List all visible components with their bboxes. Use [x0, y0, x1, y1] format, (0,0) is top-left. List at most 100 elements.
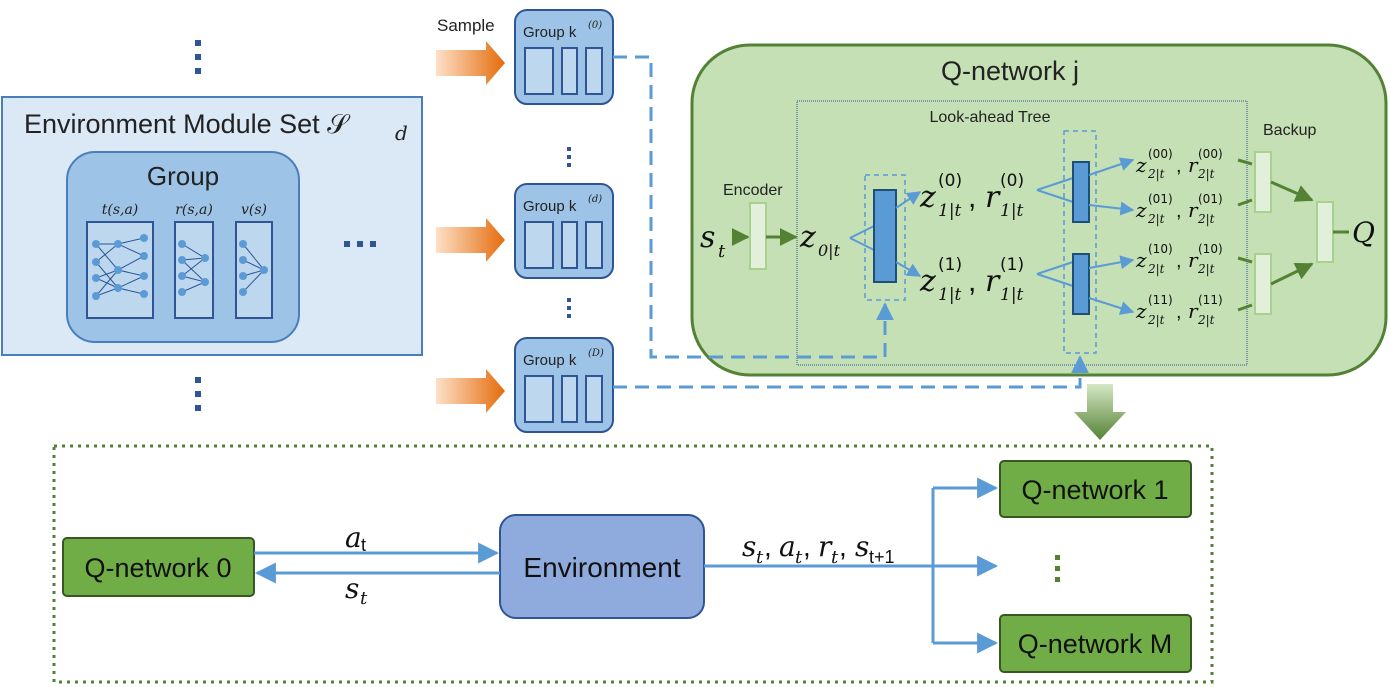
group-kd: Group k (d) [514, 183, 614, 279]
ellipsis-qnets [1055, 555, 1060, 582]
expand-block-2b [1072, 253, 1090, 315]
svg-text:,: , [764, 531, 772, 562]
svg-text:(00): (00) [1148, 147, 1173, 161]
svg-text:t: t [831, 547, 839, 568]
backup-block-root [1316, 201, 1334, 263]
qj-s: s [700, 220, 715, 255]
svg-text:(10): (10) [1148, 242, 1173, 256]
svg-text:t+1: t+1 [869, 547, 895, 567]
env-set-title: Environment Module Set 𝒮 [24, 109, 351, 139]
svg-text:2|t: 2|t [1147, 313, 1165, 327]
svg-text:1|t: 1|t [1000, 201, 1024, 221]
connector-k0 [613, 55, 894, 359]
sample-arrow-D [436, 369, 505, 413]
svg-text:,: , [1176, 155, 1182, 177]
svg-text:r: r [985, 264, 1001, 299]
expand-block-1 [873, 189, 897, 283]
svg-text:r: r [1188, 248, 1199, 272]
nn-v-icon [235, 221, 273, 319]
svg-text:a: a [779, 530, 796, 563]
svg-text:(00): (00) [1198, 147, 1223, 161]
encoder-block [749, 202, 767, 270]
svg-text:,: , [968, 265, 976, 298]
down-arrow [1074, 384, 1126, 440]
environment-box: Environment [499, 514, 705, 619]
svg-text:r: r [1188, 198, 1199, 222]
transition-tuple: s t , a t , r t , s t+1 [742, 530, 895, 568]
z2-11-label: z (11) 2|t , r (11) 2|t [1135, 293, 1223, 327]
svg-text:(1): (1) [1000, 255, 1024, 275]
ellipsis-groups-2 [567, 298, 571, 318]
svg-text:2|t: 2|t [1197, 262, 1215, 276]
group-kd-sup: (d) [588, 194, 602, 205]
encoder-label: Encoder [723, 182, 783, 199]
z0: z [799, 220, 816, 255]
group-k0: Group k (0) [514, 9, 614, 105]
svg-text:z: z [919, 180, 936, 215]
z2-00-label: z (00) 2|t , r (00) 2|t [1135, 147, 1223, 181]
qnetwork-j-title: Q-network j [941, 56, 1079, 86]
svg-text:2|t: 2|t [1147, 167, 1165, 181]
qnetwork-1-label: Q-network 1 [1021, 475, 1168, 505]
qnetwork-j-panel: Q-network j Look-ahead Tree Encoder Back… [690, 43, 1388, 377]
qnetwork-0-label: Q-network 0 [84, 553, 231, 583]
more-groups-ellipsis [344, 241, 376, 247]
connector-kD [613, 355, 1089, 389]
svg-text:,: , [839, 531, 847, 562]
svg-text:,: , [968, 181, 976, 214]
group-label: Group [147, 161, 219, 191]
svg-text:r: r [818, 530, 833, 563]
svg-text:(1): (1) [938, 255, 962, 275]
group-k0-label: Group k [523, 24, 577, 41]
svg-text:,: , [1176, 200, 1182, 222]
func-label-v: v(s) [241, 202, 267, 218]
ellipsis-bottom [195, 377, 201, 411]
bottom-frame [52, 444, 1214, 684]
svg-text:(01): (01) [1198, 192, 1223, 206]
env-set-title-sub: d [395, 121, 408, 145]
qnetwork-M-label: Q-network M [1018, 629, 1173, 659]
svg-text:2|t: 2|t [1147, 262, 1165, 276]
backup-block-a [1254, 151, 1272, 213]
group-kd-label: Group k [523, 198, 577, 215]
svg-text:,: , [1176, 250, 1182, 272]
func-label-r: r(s,a) [175, 202, 213, 218]
group-k0-sup: (0) [588, 20, 602, 31]
svg-text:2|t: 2|t [1147, 212, 1165, 226]
group-kD-sup: (D) [588, 348, 604, 359]
svg-text:t: t [795, 547, 803, 568]
z0-sub: 0|t [818, 241, 841, 260]
qnetwork-M-box: Q-network M [999, 614, 1192, 673]
lookahead-label: Look-ahead Tree [930, 109, 1051, 126]
state-label: s [345, 572, 359, 605]
action-label-sub: t [361, 535, 366, 555]
environment-label: Environment [523, 552, 680, 583]
svg-text:z: z [1135, 248, 1147, 272]
ellipsis-top [195, 40, 201, 74]
svg-text:z: z [1135, 299, 1147, 323]
sample-arrow-0 [436, 41, 505, 85]
svg-text:z: z [919, 264, 936, 299]
group-kD-label: Group k [523, 352, 577, 369]
svg-text:z: z [1135, 198, 1147, 222]
svg-text:z: z [1135, 153, 1147, 177]
qnetwork-1-box: Q-network 1 [999, 460, 1192, 518]
svg-text:1|t: 1|t [1000, 285, 1024, 305]
svg-text:,: , [1176, 301, 1182, 323]
svg-text:(11): (11) [1148, 293, 1173, 307]
z2-01-label: z (01) 2|t , r (01) 2|t [1135, 192, 1223, 226]
svg-text:,: , [803, 531, 811, 562]
svg-text:s: s [742, 530, 756, 563]
group-kD: Group k (D) [514, 337, 614, 433]
sample-label: Sample [437, 16, 495, 35]
z1-0-label: z (0) 1|t , r (0) 1|t [919, 171, 1024, 221]
z1-1-label: z (1) 1|t , r (1) 1|t [919, 255, 1024, 305]
qj-s-sub: t [718, 241, 726, 262]
q-output: Q [1352, 216, 1375, 249]
svg-text:r: r [1188, 299, 1199, 323]
svg-text:(01): (01) [1148, 192, 1173, 206]
sample-arrow-d [436, 218, 505, 262]
svg-text:r: r [1188, 153, 1199, 177]
state-label-sub: t [360, 588, 368, 609]
